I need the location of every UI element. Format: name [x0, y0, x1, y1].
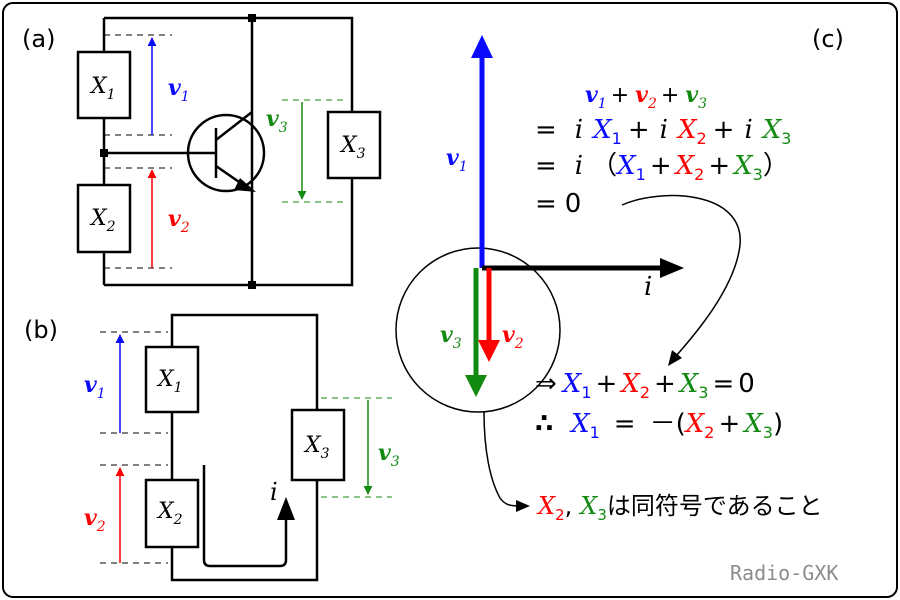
x1-label: X1	[89, 74, 116, 103]
phasor-i-label: i	[644, 272, 652, 302]
equation-line-6: ∴X1=－(X2+X3)	[535, 409, 783, 442]
panel-b-dashes-green	[321, 397, 392, 498]
equation-line-4: =0	[535, 189, 581, 219]
panel-b-dashes	[100, 331, 168, 564]
x3-label: X3	[339, 133, 366, 162]
panel-a-junctions	[100, 14, 256, 289]
watermark: Radio-GXK	[730, 561, 838, 585]
current-arrowhead	[277, 497, 295, 520]
phasor-v3-label: v3	[440, 322, 462, 352]
implication-curve	[621, 194, 741, 357]
panel-a-label: (a)	[22, 25, 55, 53]
component-x2	[76, 183, 132, 254]
conclusion-arrowhead	[516, 500, 530, 512]
equation-line-5: ⇒X1+X2+X3=0	[535, 369, 755, 402]
component-x2-b	[144, 478, 200, 549]
component-x1	[76, 50, 132, 120]
phasor-v1-label: v1	[446, 145, 468, 175]
x1-label-b: X1	[156, 367, 183, 396]
panel-a-wires	[102, 16, 354, 287]
component-x1-b	[144, 345, 200, 414]
panel-b-wires	[170, 313, 319, 582]
x3-label-b: X3	[303, 433, 330, 462]
component-x3	[326, 110, 382, 180]
v3-label: v3	[266, 106, 288, 136]
panel-b-label: (b)	[24, 316, 58, 344]
panel-b: (b) X1 X2 X3 v1 v2 v3 i	[24, 313, 400, 582]
x2-label: X2	[89, 206, 116, 235]
current-loop-arrow	[202, 465, 288, 568]
v2-label-b: v2	[84, 505, 106, 535]
panel-a-dashes	[104, 34, 172, 269]
implication-arrowhead	[668, 350, 682, 366]
phasor-v2-label: v2	[502, 322, 524, 352]
phasor-circle	[395, 247, 561, 413]
equation-line-1: v1+v2+v3	[585, 82, 707, 112]
conclusion-curve	[483, 411, 521, 507]
phasor-i-head	[660, 258, 684, 278]
phasor-v2-head	[478, 340, 500, 362]
v2-label: v2	[168, 206, 190, 236]
component-x3-b	[290, 408, 346, 482]
phasor-v3-head	[465, 375, 487, 397]
v1-label-b: v1	[84, 372, 106, 402]
phasor-v1-head	[471, 35, 493, 58]
panel-c-label: (c)	[812, 25, 844, 53]
v3-label-b: v3	[378, 440, 400, 470]
panel-a: (a) X1 X2 X3	[22, 14, 382, 289]
conclusion-text: X2,X3は同符号であること	[536, 492, 823, 524]
panel-a-dashes-green	[282, 99, 348, 203]
emitter-arrow	[234, 178, 256, 192]
equation-line-3: =i（X1+X2+X3）	[535, 151, 789, 184]
v1-label: v1	[168, 75, 190, 105]
x2-label-b: X2	[156, 499, 183, 528]
current-label-b: i	[270, 478, 278, 506]
transistor-symbol	[186, 113, 266, 193]
